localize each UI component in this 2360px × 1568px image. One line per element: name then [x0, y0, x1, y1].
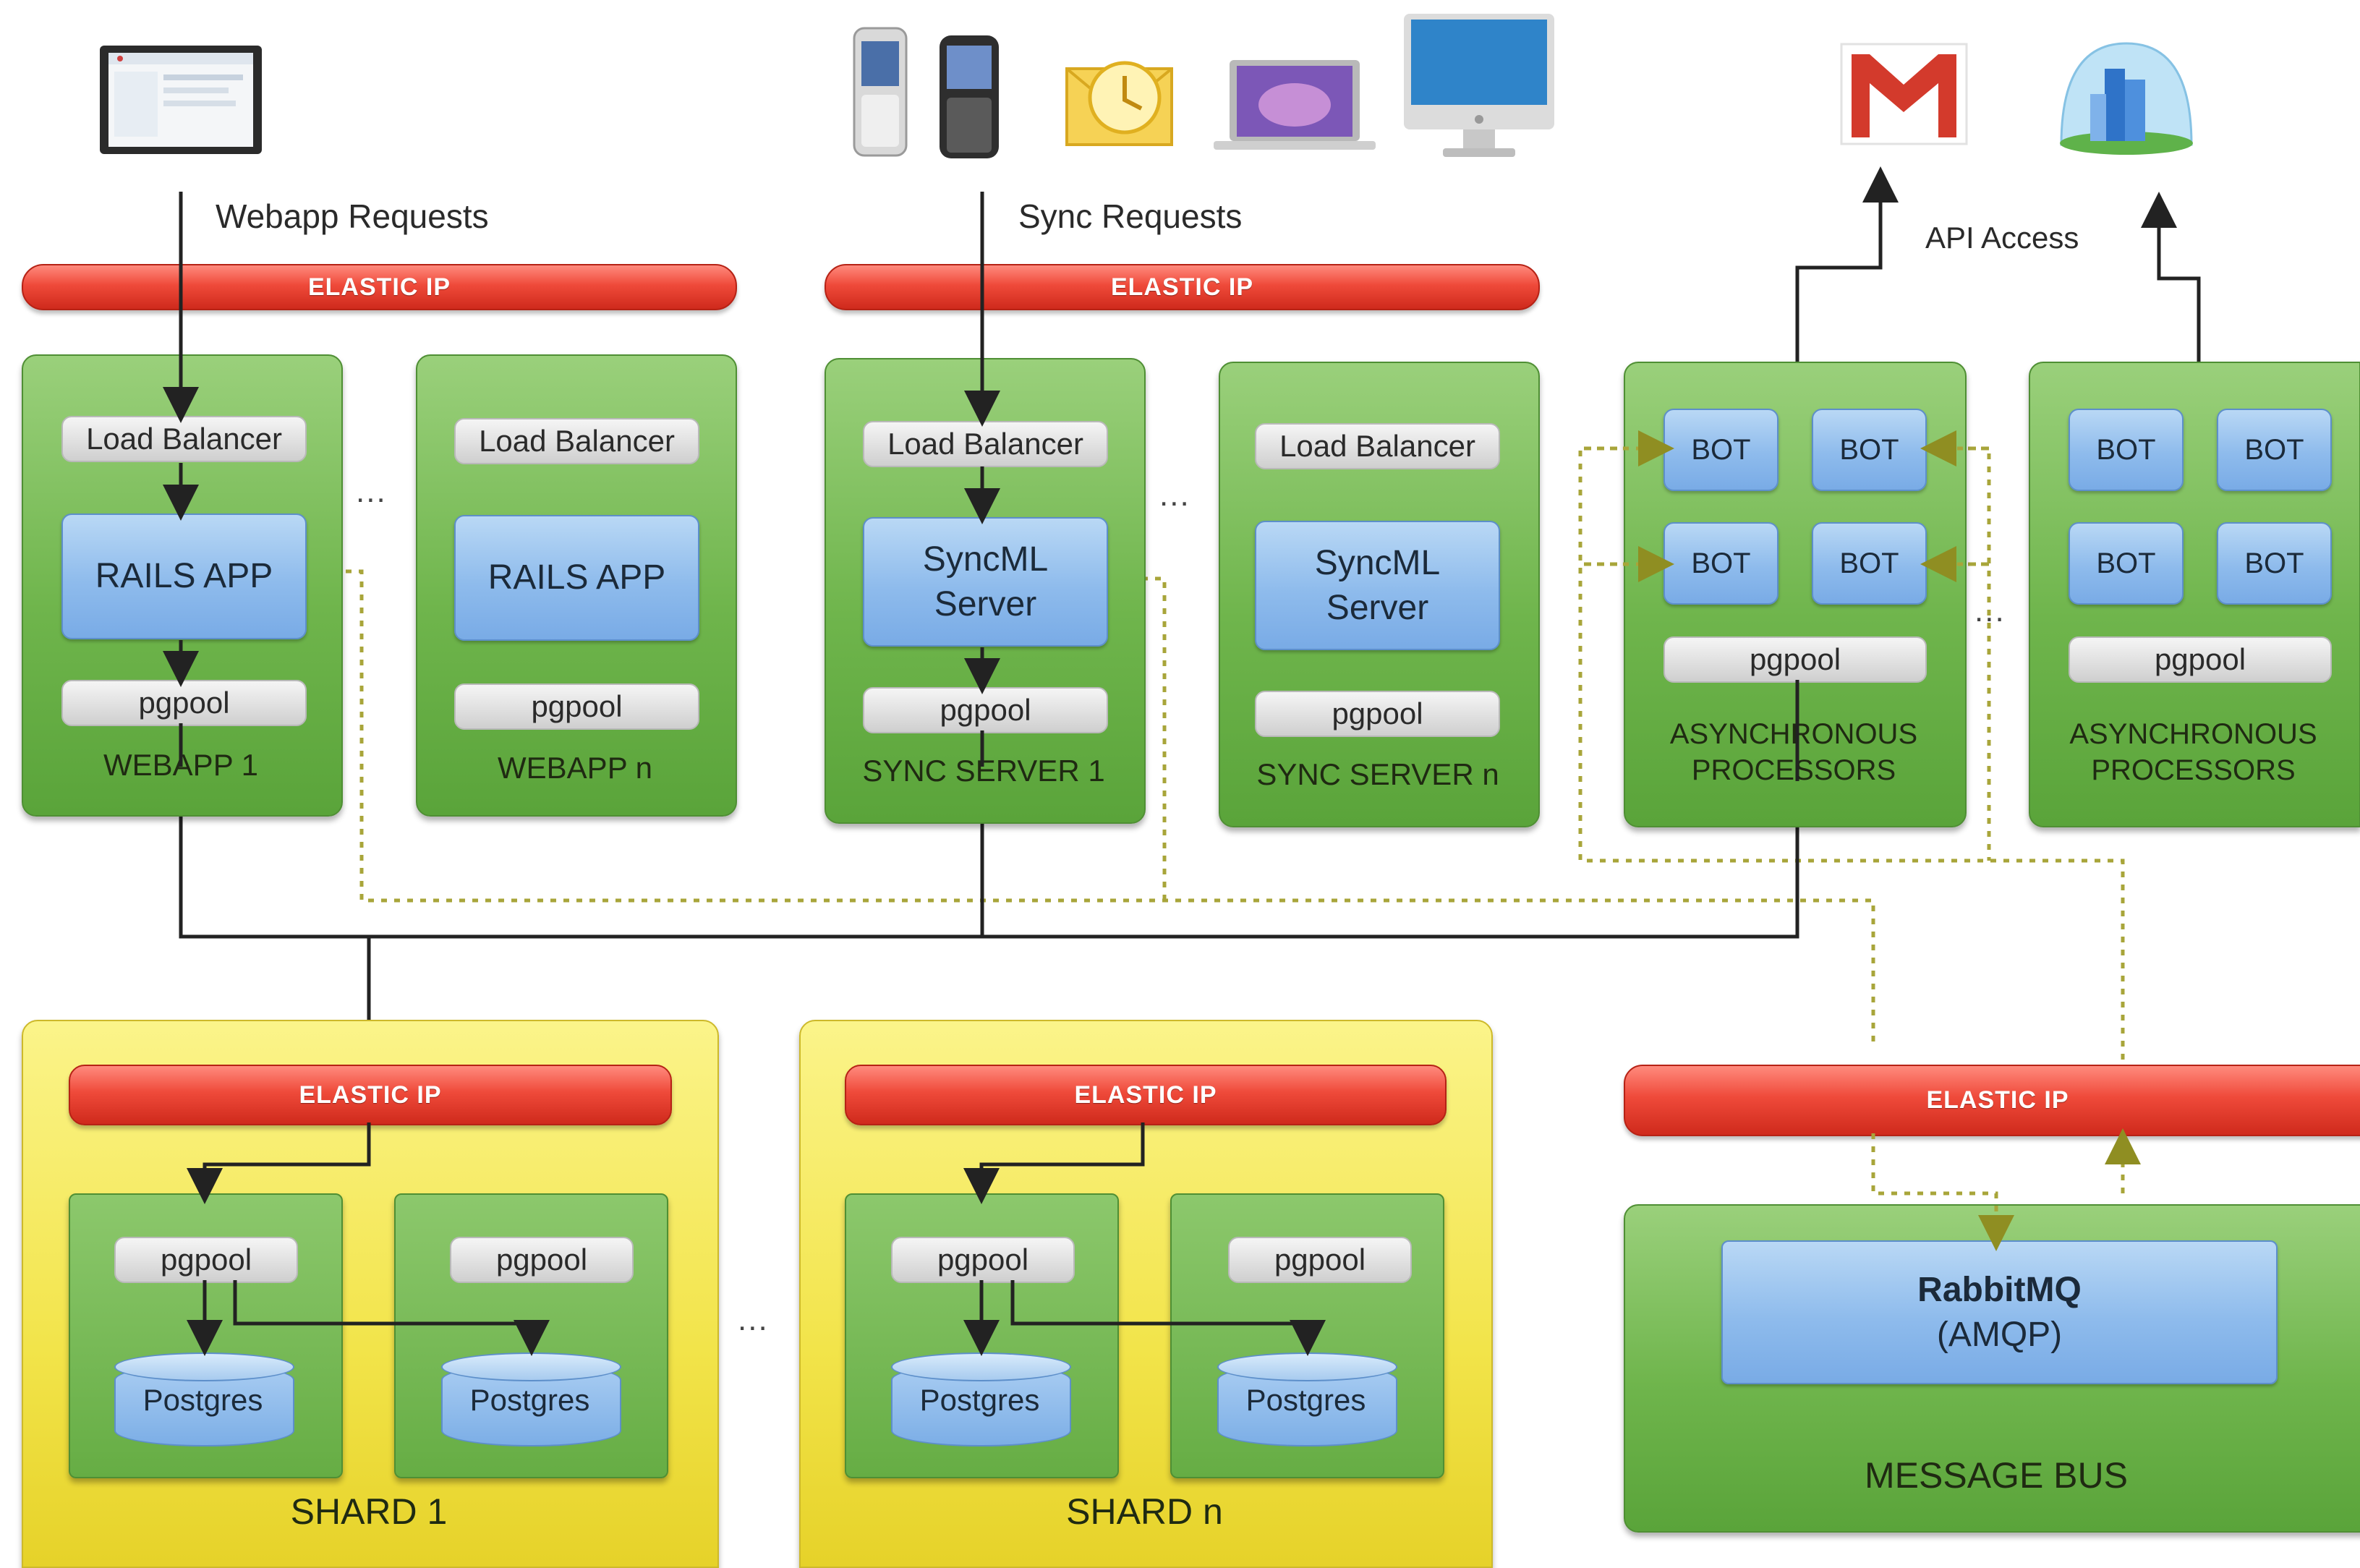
- sync-requests-label: Sync Requests: [1018, 197, 1243, 235]
- async-n-bot-1: BOT: [2069, 409, 2184, 491]
- imac-icon: [1400, 11, 1559, 166]
- webapp-elastic-ip: ELASTIC IP: [22, 264, 737, 310]
- shard-n-postgres-1: Postgres: [891, 1352, 1071, 1446]
- sync-1-pgpool: pgpool: [863, 687, 1108, 733]
- webapp-n-load-balancer: Load Balancer: [454, 418, 699, 464]
- shard-1-pgpool-2: pgpool: [450, 1237, 634, 1283]
- syncml-line2: Server: [1326, 588, 1429, 627]
- bot-label: BOT: [1691, 547, 1751, 579]
- rails-app-label: RAILS APP: [487, 558, 666, 597]
- syncml-line1: SyncML: [922, 540, 1049, 579]
- webapp-1-label: WEBAPP 1: [103, 748, 258, 782]
- shard-more-ellipsis: ...: [738, 1302, 769, 1337]
- gmail-icon: [1837, 40, 1971, 148]
- sync-n-label: SYNC SERVER n: [1256, 757, 1499, 791]
- sync-1-load-balancer: Load Balancer: [863, 421, 1108, 467]
- async-n-label: ASYNCHRONOUS PROCESSORS: [2029, 716, 2358, 788]
- bot-label: BOT: [2244, 434, 2304, 466]
- rails-app-label: RAILS APP: [95, 557, 273, 595]
- postgres-label: Postgres: [142, 1383, 263, 1417]
- async-1-bot-4: BOT: [1812, 522, 1927, 605]
- message-bus-elastic-ip: ELASTIC IP: [1624, 1065, 2360, 1136]
- webapp-1-load-balancer: Load Balancer: [61, 416, 307, 462]
- shard-n-label: SHARD n: [1066, 1491, 1223, 1532]
- rabbitmq-broker: RabbitMQ (AMQP): [1721, 1240, 2278, 1384]
- async-n-bot-3: BOT: [2069, 522, 2184, 605]
- shard-n-elastic-ip: ELASTIC IP: [845, 1065, 1447, 1125]
- shard-n-postgres-2: Postgres: [1217, 1352, 1397, 1446]
- bot-label: BOT: [1839, 434, 1899, 466]
- blackberry-phone-icon: [937, 33, 1002, 163]
- syncml-line1: SyncML: [1314, 543, 1441, 582]
- async-label-line1: ASYNCHRONOUS: [1669, 718, 1918, 750]
- sync-1-label: SYNC SERVER 1: [862, 754, 1105, 788]
- webapp-1-rails-app: RAILS APP: [61, 514, 307, 639]
- async-more-ellipsis: ...: [1975, 593, 2006, 629]
- laptop-browser-icon: [94, 40, 268, 163]
- outlook-icon: [1049, 29, 1186, 155]
- async-1-pgpool: pgpool: [1663, 636, 1927, 683]
- webapp-requests-label: Webapp Requests: [216, 197, 489, 235]
- webapp-more-ellipsis: ...: [356, 474, 387, 509]
- bot-label: BOT: [1691, 434, 1751, 466]
- webapp-n-label: WEBAPP n: [498, 751, 652, 785]
- sync-n-syncml-server: SyncML Server: [1255, 521, 1500, 650]
- async-1-label: ASYNCHRONOUS PROCESSORS: [1624, 716, 1964, 788]
- shard-1-postgres-2: Postgres: [441, 1352, 621, 1446]
- async-label-line2: PROCESSORS: [1691, 754, 1896, 786]
- async-1-bot-3: BOT: [1663, 522, 1778, 605]
- api-access-label: API Access: [1925, 221, 2079, 255]
- sync-more-ellipsis: ...: [1159, 477, 1190, 513]
- postgres-label: Postgres: [469, 1383, 590, 1417]
- async-label-line1: ASYNCHRONOUS: [2069, 718, 2317, 750]
- webapp-1-pgpool: pgpool: [61, 680, 307, 726]
- webapp-n-pgpool: pgpool: [454, 683, 699, 730]
- laptop-icon: [1208, 54, 1381, 155]
- bot-label: BOT: [2244, 547, 2304, 579]
- sync-n-load-balancer: Load Balancer: [1255, 423, 1500, 469]
- async-1-bot-1: BOT: [1663, 409, 1778, 491]
- rabbitmq-label: RabbitMQ: [1917, 1270, 2082, 1309]
- syncml-line2: Server: [934, 584, 1037, 623]
- sync-n-pgpool: pgpool: [1255, 691, 1500, 737]
- amqp-label: (AMQP): [1936, 1315, 2063, 1354]
- async-1-bot-2: BOT: [1812, 409, 1927, 491]
- async-n-bot-2: BOT: [2217, 409, 2332, 491]
- bot-label: BOT: [1839, 547, 1899, 579]
- sync-1-syncml-server: SyncML Server: [863, 517, 1108, 647]
- highrise-icon: [2054, 36, 2199, 159]
- message-bus-label: MESSAGE BUS: [1865, 1455, 2128, 1496]
- mobile-phone-icon: [850, 25, 911, 159]
- async-n-bot-4: BOT: [2217, 522, 2332, 605]
- postgres-label: Postgres: [919, 1383, 1040, 1417]
- bot-label: BOT: [2096, 434, 2156, 466]
- shard-n-pgpool-1: pgpool: [891, 1237, 1075, 1283]
- shard-1-pgpool-1: pgpool: [114, 1237, 298, 1283]
- shard-1-postgres-1: Postgres: [114, 1352, 294, 1446]
- postgres-label: Postgres: [1245, 1383, 1366, 1417]
- bot-label: BOT: [2096, 547, 2156, 579]
- webapp-n-rails-app: RAILS APP: [454, 515, 699, 641]
- shard-1-label: SHARD 1: [290, 1491, 448, 1532]
- shard-n-pgpool-2: pgpool: [1228, 1237, 1412, 1283]
- async-n-pgpool: pgpool: [2069, 636, 2332, 683]
- shard-1-elastic-ip: ELASTIC IP: [69, 1065, 672, 1125]
- sync-elastic-ip: ELASTIC IP: [825, 264, 1540, 310]
- async-label-line2: PROCESSORS: [2091, 754, 2296, 786]
